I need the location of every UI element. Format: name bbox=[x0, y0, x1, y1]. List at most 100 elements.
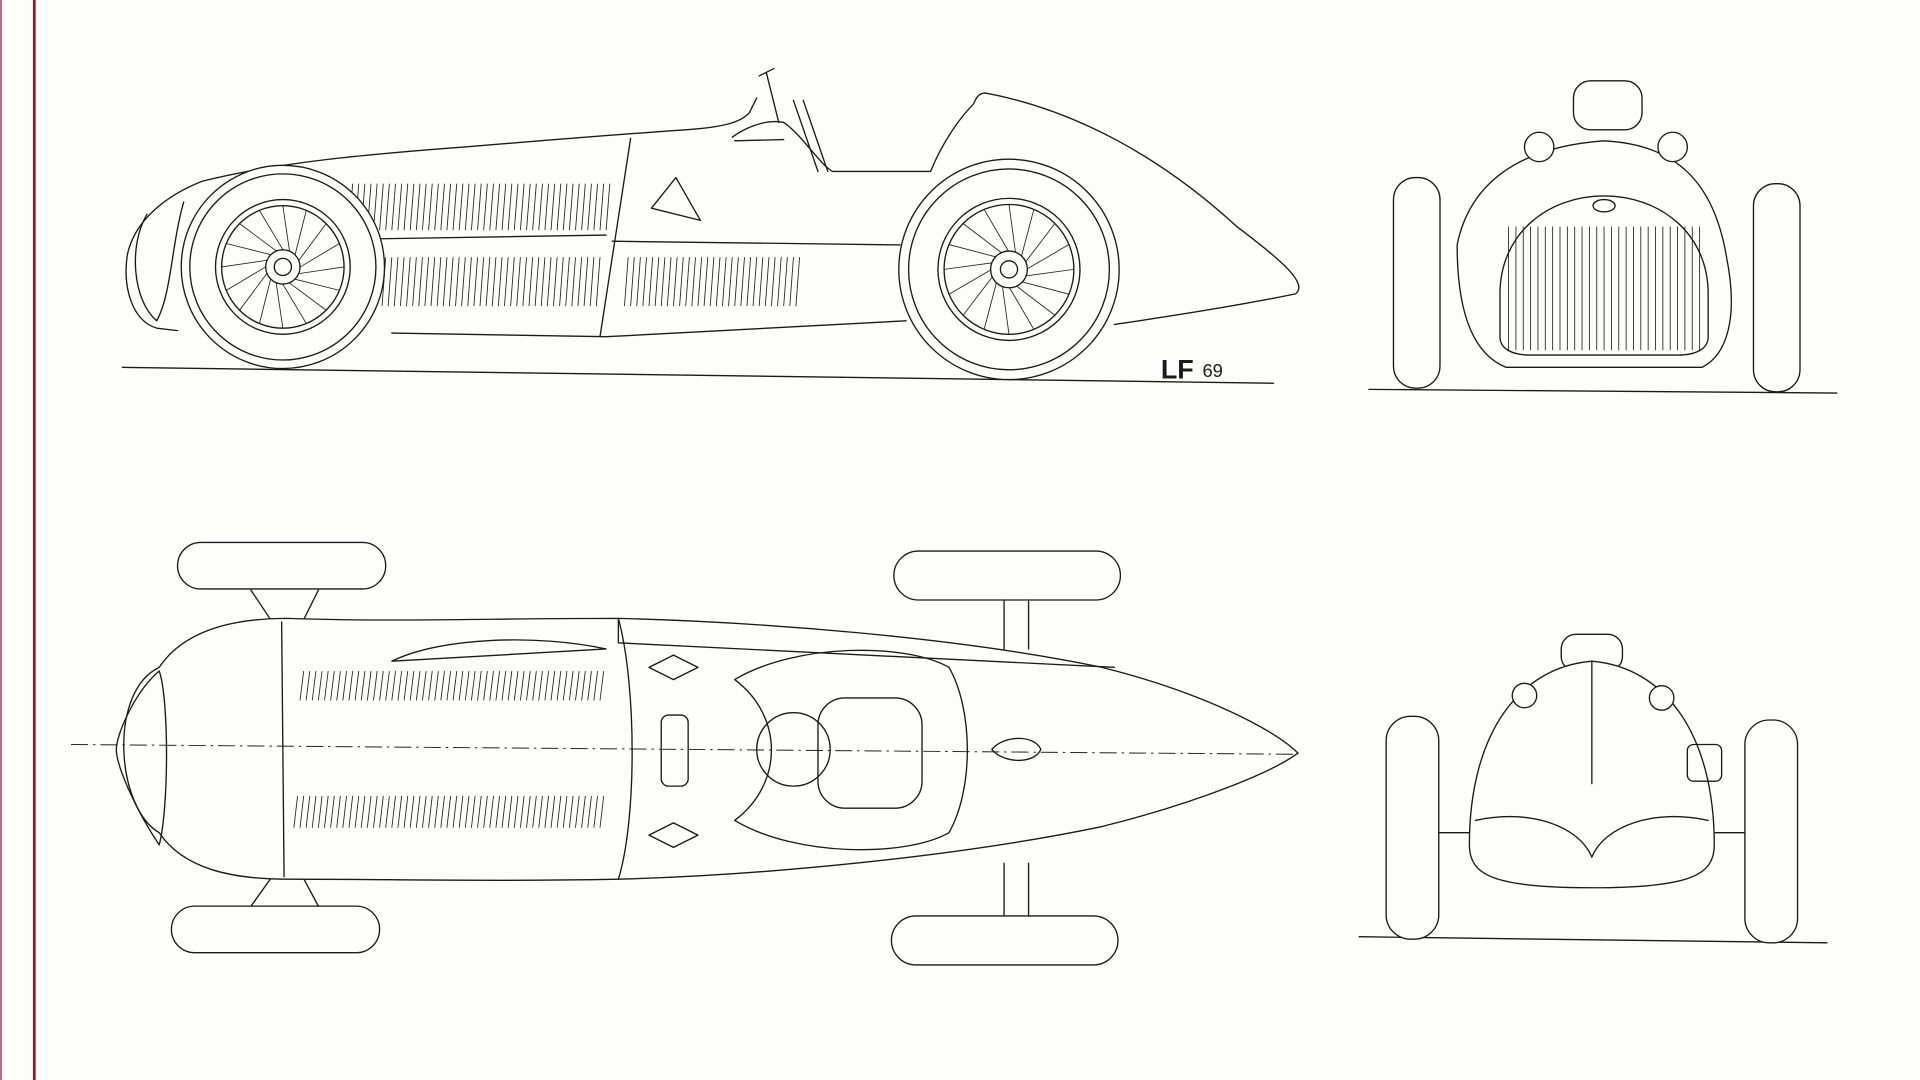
louvre bbox=[428, 670, 433, 701]
signature: LF 69 bbox=[1161, 354, 1223, 384]
louvre bbox=[354, 795, 360, 828]
front-view bbox=[1368, 80, 1838, 394]
spoke bbox=[289, 282, 327, 311]
louvres bbox=[299, 670, 605, 701]
louvre bbox=[562, 795, 568, 828]
top-front-left-tyre bbox=[176, 541, 387, 590]
louvre bbox=[587, 795, 592, 828]
louvre bbox=[577, 257, 583, 307]
spoke bbox=[294, 210, 307, 256]
signature-year: 69 bbox=[1202, 360, 1222, 381]
louvre bbox=[660, 257, 666, 307]
louvre bbox=[299, 670, 305, 701]
louvre bbox=[399, 257, 405, 307]
louvre bbox=[556, 795, 562, 828]
spoke bbox=[962, 223, 1003, 254]
louvre bbox=[324, 670, 329, 701]
louvre bbox=[489, 795, 494, 828]
louvre bbox=[642, 257, 647, 307]
side-belt-line bbox=[378, 234, 901, 246]
louvre bbox=[550, 183, 556, 231]
louvre bbox=[513, 795, 519, 828]
spoke bbox=[962, 275, 994, 316]
louvre bbox=[440, 183, 445, 231]
louvre bbox=[373, 670, 378, 701]
louvre bbox=[434, 795, 439, 828]
ground-line bbox=[121, 366, 1275, 384]
louvre bbox=[583, 257, 589, 307]
louvre bbox=[516, 257, 521, 307]
louvre bbox=[593, 670, 598, 701]
louvre bbox=[415, 795, 421, 828]
alfa-badge-front bbox=[1592, 198, 1616, 213]
louvre bbox=[495, 183, 501, 231]
louvre bbox=[317, 670, 323, 701]
louvre bbox=[562, 670, 568, 701]
rear-view bbox=[1358, 633, 1828, 944]
spoke bbox=[226, 243, 271, 256]
top-steering-wheel bbox=[756, 711, 831, 787]
louvre bbox=[550, 795, 556, 828]
louvre bbox=[538, 183, 543, 231]
louvre bbox=[348, 795, 354, 828]
spoke bbox=[259, 210, 284, 251]
louvre bbox=[418, 257, 423, 307]
louvre bbox=[434, 670, 439, 701]
louvre bbox=[317, 795, 323, 828]
louvre bbox=[471, 670, 476, 701]
louvre bbox=[559, 257, 564, 307]
side-panel-seam bbox=[599, 137, 632, 338]
louvre bbox=[501, 795, 507, 828]
louvre bbox=[538, 795, 543, 828]
louvres bbox=[624, 257, 801, 307]
rear-lights bbox=[1686, 743, 1723, 782]
wheel-spokes bbox=[221, 205, 345, 329]
spoke bbox=[299, 243, 340, 268]
louvre bbox=[455, 257, 460, 307]
louvre bbox=[571, 257, 576, 307]
louvre bbox=[415, 670, 421, 701]
louvre bbox=[589, 257, 595, 307]
front-right-tyre bbox=[1752, 183, 1801, 393]
louvre bbox=[403, 183, 409, 231]
louvre bbox=[464, 795, 470, 828]
louvre bbox=[581, 795, 586, 828]
signature-initials: LF bbox=[1161, 354, 1194, 384]
spoke bbox=[1008, 204, 1017, 254]
louvre bbox=[409, 670, 415, 701]
spoke bbox=[1008, 286, 1035, 330]
louvre bbox=[746, 257, 752, 307]
louvre bbox=[532, 795, 537, 828]
front-wheel-side bbox=[180, 164, 386, 370]
louvre bbox=[510, 257, 515, 307]
louvre bbox=[562, 183, 568, 231]
louvre bbox=[587, 183, 592, 231]
louvre bbox=[532, 670, 537, 701]
top-panel-seams bbox=[280, 617, 633, 880]
spoke bbox=[275, 282, 284, 329]
louvre bbox=[624, 257, 629, 307]
louvre bbox=[387, 257, 393, 307]
louvre bbox=[593, 183, 598, 231]
louvres bbox=[381, 257, 601, 307]
louvre bbox=[305, 670, 311, 701]
louvre bbox=[630, 257, 635, 307]
louvre bbox=[501, 670, 507, 701]
louvre bbox=[385, 670, 390, 701]
louvre bbox=[519, 795, 525, 828]
louvre bbox=[461, 257, 466, 307]
wheel-spokes bbox=[944, 204, 1074, 335]
top-front-right-tyre bbox=[170, 905, 381, 954]
louvre bbox=[305, 795, 311, 828]
louvre bbox=[497, 257, 503, 307]
louvre bbox=[397, 183, 403, 231]
louvre bbox=[342, 670, 347, 701]
louvre bbox=[513, 670, 519, 701]
spoke bbox=[1001, 285, 1010, 335]
louvre bbox=[715, 257, 721, 307]
louvre bbox=[501, 183, 507, 231]
louvre bbox=[406, 257, 411, 307]
louvre bbox=[428, 795, 433, 828]
louvre bbox=[311, 795, 317, 828]
spoke bbox=[1025, 244, 1070, 270]
